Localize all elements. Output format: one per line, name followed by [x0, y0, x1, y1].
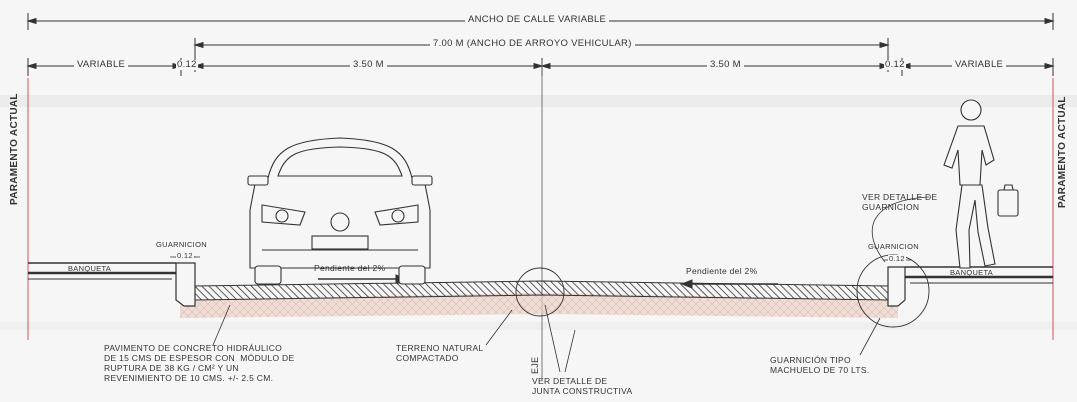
- print-band: [0, 322, 1077, 330]
- axis-label: EJE: [530, 356, 540, 374]
- dim-variable-right: VARIABLE: [952, 60, 1007, 70]
- junta-detail-circle: [515, 267, 565, 317]
- terrain-note: TERRENO NATURAL COMPACTADO: [396, 343, 484, 363]
- slope-label-right: Pendiente del 2%: [686, 266, 758, 276]
- junta-note: VER DETALLE DE JUNTA CONSTRUCTIVA: [532, 376, 633, 396]
- dim-guarnicion-left: 0.12: [176, 59, 198, 70]
- guarnicion-right-012: 0.12: [888, 254, 906, 263]
- left-sidewalk: [28, 262, 196, 307]
- guarnicion-callout-curve: [871, 196, 930, 263]
- guarnicion-left-012: 0.12: [176, 251, 194, 260]
- pavement-note: PAVIMENTO DE CONCRETO HIDRÁULICO DE 15 C…: [104, 343, 295, 383]
- print-band: [0, 95, 1077, 107]
- guarnicion-detail-note: VER DETALLE DE GUARNICION: [862, 192, 938, 212]
- dim-variable-left: VARIABLE: [74, 60, 129, 70]
- slope-label-left: Pendiente del 2%: [314, 263, 386, 273]
- leader-lines: [212, 304, 881, 373]
- pedestrian-icon: [943, 99, 1019, 269]
- car-front-icon: [247, 137, 433, 285]
- banqueta-label-right: BANQUETA: [950, 268, 994, 277]
- paramento-label-left: PARAMENTO ACTUAL: [9, 93, 20, 205]
- guarnicion-label-left: GUARNICION: [156, 240, 207, 249]
- paramento-label-right: PARAMENTO ACTUAL: [1057, 96, 1068, 208]
- dim-guarnicion-right: 0.12: [884, 59, 906, 70]
- right-sidewalk: [887, 266, 1053, 307]
- dim-carril-left: 3.50 M: [350, 60, 387, 70]
- soil-layer: [180, 293, 898, 318]
- banqueta-label-left: BANQUETA: [68, 264, 112, 273]
- dim-ancho-calle: ANCHO DE CALLE VARIABLE: [465, 15, 610, 25]
- dim-carril-right: 3.50 M: [707, 60, 744, 70]
- guarnicion-label-right: GUARNICION: [868, 242, 919, 251]
- guarnicion-type-note: GUARNICIÓN TIPO MACHUELO DE 70 LTS.: [770, 355, 870, 375]
- dim-arroyo: 7.00 M (ANCHO DE ARROYO VEHICULAR): [430, 39, 635, 49]
